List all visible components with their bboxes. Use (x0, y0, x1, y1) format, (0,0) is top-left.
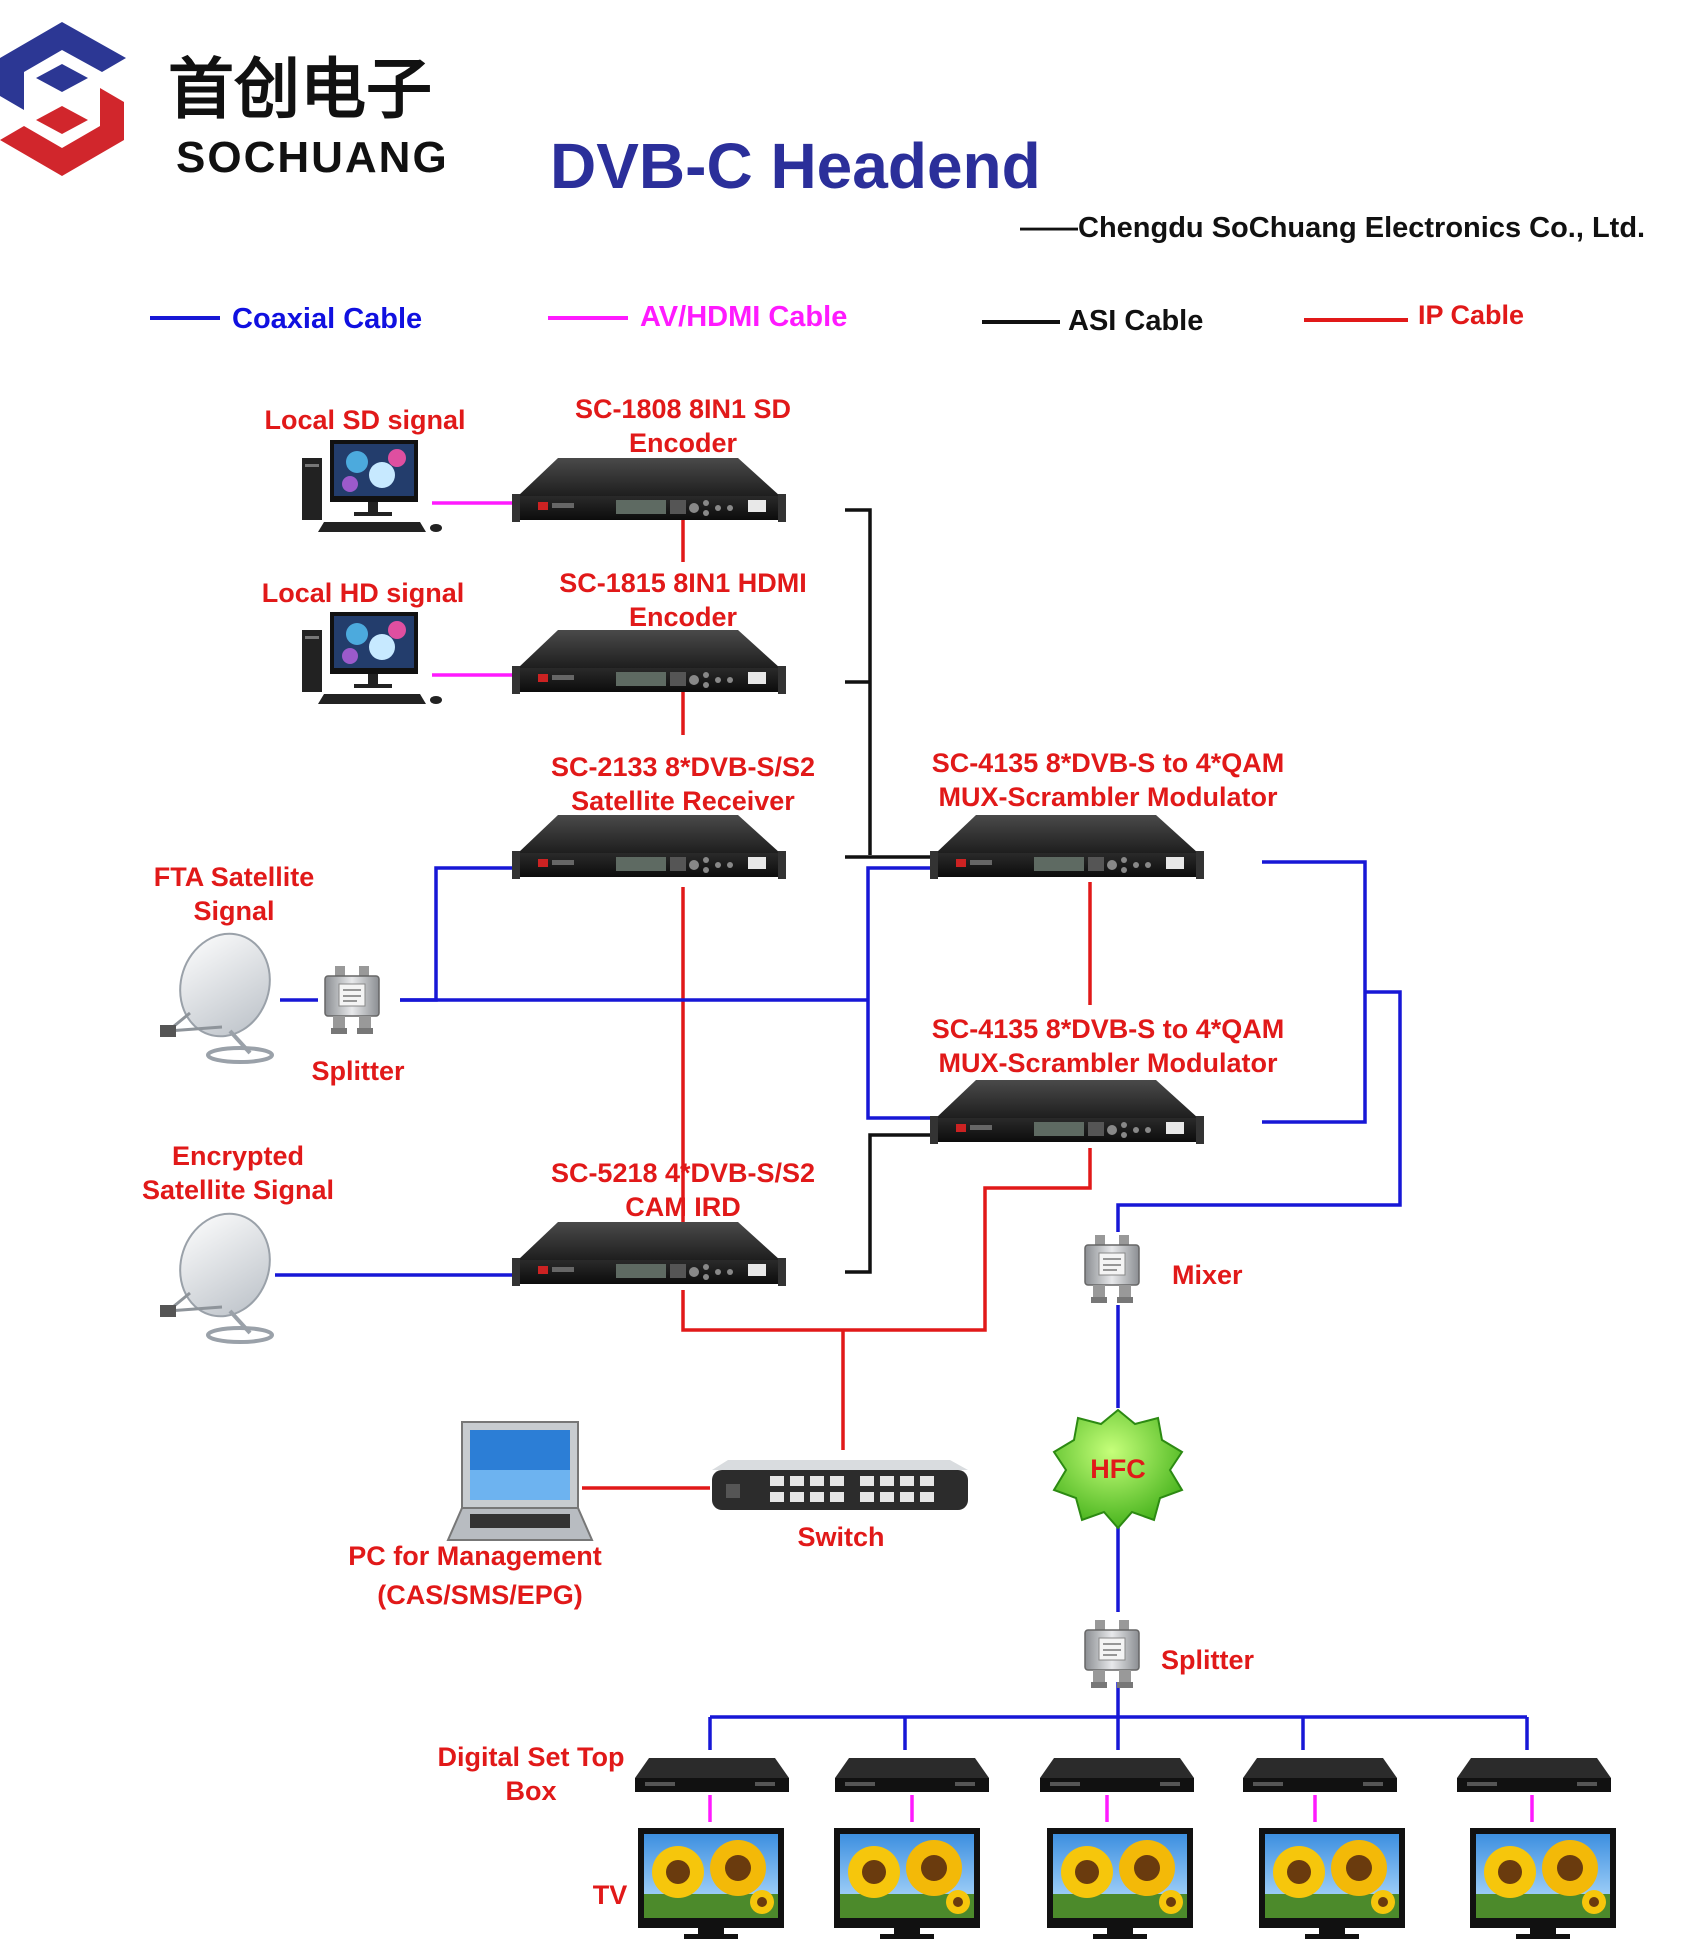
stb-3-icon (1040, 1758, 1194, 1792)
stb-label-2: Box (505, 1776, 556, 1806)
coax-to-mixer (1116, 990, 1402, 1232)
legend-ip-label: IP Cable (1418, 300, 1524, 330)
splitter-1-label: Splitter (311, 1056, 405, 1086)
modulator-1-label-1: SC-4135 8*DVB-S to 4*QAM (932, 748, 1285, 778)
sd-encoder-label-2: Encoder (629, 428, 738, 458)
fta-satellite-dish-icon (158, 919, 285, 1064)
coax-stb-drops (708, 1717, 1529, 1750)
cam-ird-label-1: SC-5218 4*DVB-S/S2 (551, 1158, 815, 1188)
pc-management-label-2: (CAS/SMS/EPG) (377, 1580, 583, 1610)
sat-receiver-label-1: SC-2133 8*DVB-S/S2 (551, 752, 815, 782)
coax-mod-loop (866, 866, 932, 1120)
tv-5-icon (1470, 1828, 1616, 1939)
cables (275, 501, 1534, 1822)
modulator-2-rack (930, 1080, 1204, 1144)
asi-cable-ird (845, 1133, 932, 1274)
coax-mod-outputs (1262, 860, 1367, 1124)
network-switch-icon (712, 1460, 968, 1510)
sat-receiver-rack (512, 815, 786, 879)
logo-english-text: SOCHUANG (176, 133, 449, 182)
encrypted-satellite-dish-icon (158, 1199, 285, 1344)
sd-encoder-rack (512, 458, 786, 522)
modulator-2-label-2: MUX-Scrambler Modulator (938, 1048, 1278, 1078)
stb-1-icon (635, 1758, 789, 1792)
hd-encoder-rack (512, 630, 786, 694)
sochuang-emblem-icon (0, 22, 126, 176)
page-title: DVB-C Headend (550, 130, 1041, 202)
legend: Coaxial Cable AV/HDMI Cable ASI Cable IP… (150, 300, 1524, 337)
legend-asi-label: ASI Cable (1068, 305, 1203, 337)
cam-ird-label-2: CAM IRD (625, 1192, 741, 1222)
stb-5-icon (1457, 1758, 1611, 1792)
asi-cable-trunk (845, 508, 872, 855)
modulator-2-label-1: SC-4135 8*DVB-S to 4*QAM (932, 1014, 1285, 1044)
splitter-1-icon (324, 965, 380, 1035)
switch-label: Switch (797, 1522, 884, 1552)
legend-av-label: AV/HDMI Cable (640, 301, 847, 333)
stb-4-icon (1243, 1758, 1397, 1792)
splitter-2-icon (1084, 1619, 1140, 1689)
local-sd-pc-icon (302, 440, 442, 532)
management-laptop-icon (446, 1421, 594, 1541)
stb-label-1: Digital Set Top (438, 1742, 625, 1772)
mixer-label: Mixer (1172, 1260, 1243, 1290)
encrypted-label-2: Satellite Signal (142, 1175, 334, 1205)
device-labels: SC-1808 8IN1 SD Encoder SC-1815 8IN1 HDM… (142, 394, 1284, 1910)
modulator-1-label-2: MUX-Scrambler Modulator (938, 782, 1278, 812)
hd-encoder-label-2: Encoder (629, 602, 738, 632)
tv-4-icon (1259, 1828, 1405, 1939)
tv-1-icon (638, 1828, 784, 1939)
stb-2-icon (835, 1758, 989, 1792)
tv-2-icon (834, 1828, 980, 1939)
cam-ird-rack (512, 1222, 786, 1286)
coax-splitter-rx (400, 866, 515, 1002)
sat-receiver-label-2: Satellite Receiver (571, 786, 795, 816)
encrypted-label-1: Encrypted (172, 1141, 304, 1171)
hfc-cloud-icon (1052, 1408, 1184, 1530)
hd-encoder-label-1: SC-1815 8IN1 HDMI (559, 568, 807, 598)
logo-chinese-text: 首创电子 (168, 50, 432, 128)
company-name: ——Chengdu SoChuang Electronics Co., Ltd. (1020, 212, 1645, 244)
sochuang-logo: 首创电子 SOCHUANG (0, 22, 449, 182)
hfc-label: HFC (1090, 1454, 1146, 1484)
pc-management-label-1: PC for Management (348, 1541, 602, 1571)
mixer-icon (1084, 1234, 1140, 1304)
local-hd-pc-icon (302, 612, 442, 704)
legend-coax-label: Coaxial Cable (232, 303, 422, 335)
sd-encoder-label-1: SC-1808 8IN1 SD (575, 394, 791, 424)
local-sd-label: Local SD signal (264, 405, 465, 435)
fta-label-1: FTA Satellite (154, 862, 315, 892)
tv-3-icon (1047, 1828, 1193, 1939)
modulator-1-rack (930, 815, 1204, 879)
ip-cable-ird-mod (681, 1148, 1092, 1332)
local-hd-label: Local HD signal (262, 578, 465, 608)
fta-label-2: Signal (193, 896, 274, 926)
tv-label: TV (593, 1880, 628, 1910)
splitter-2-label: Splitter (1161, 1645, 1255, 1675)
